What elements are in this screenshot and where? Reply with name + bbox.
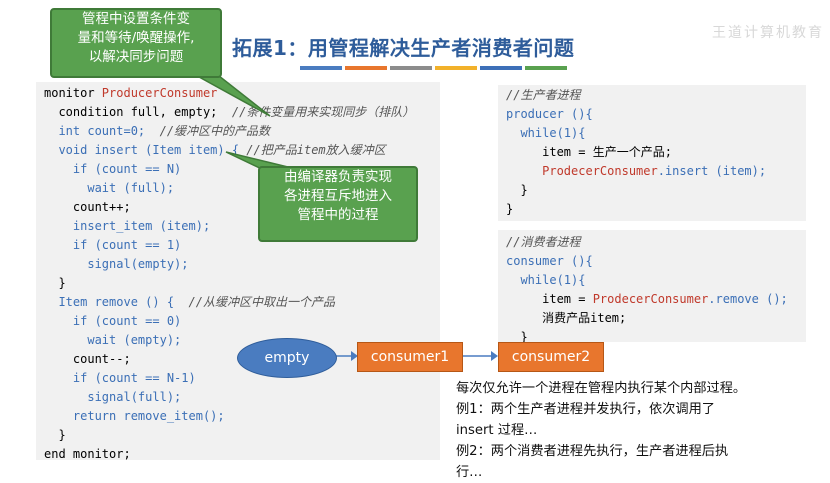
code-line: } — [506, 330, 528, 344]
callout-line: 各进程互斥地进入 — [284, 188, 392, 204]
arrow-head — [491, 351, 498, 361]
code-line: } — [506, 183, 528, 197]
callout-line: 由编译器负责实现 — [284, 169, 392, 185]
code-line: 消费产品item; — [506, 311, 627, 325]
code-line: end monitor; — [44, 447, 131, 461]
color-bar — [345, 66, 387, 70]
consumer1-node: consumer1 — [357, 342, 463, 372]
code-line: signal(full); — [44, 390, 182, 404]
callout-top-pointer — [189, 71, 271, 117]
code-line: monitor ProducerConsumer — [44, 86, 218, 100]
monitor-code-panel — [36, 82, 440, 460]
code-line: item = 生产一个产品; — [506, 145, 672, 159]
code-line: if (count == N) — [44, 162, 182, 176]
color-bar — [480, 66, 522, 70]
note-line: insert 过程… — [456, 423, 538, 438]
code-line: return remove_item(); — [44, 409, 225, 423]
callout-sync: 管程中设置条件变 量和等待/唤醒操作, 以解决同步问题 — [50, 8, 222, 78]
color-bar — [525, 66, 567, 70]
code-line: } — [44, 276, 66, 290]
note-line: 例1：两个生产者进程并发执行，依次调用了 — [456, 402, 715, 417]
producer-code-panel — [498, 85, 806, 221]
code-line: void insert (Item item) { //把产品item放入缓冲区 — [44, 143, 386, 157]
color-bar — [390, 66, 432, 70]
note-line: 每次仅允许一个进程在管程内执行某个内部过程。 — [456, 381, 747, 396]
color-bar — [435, 66, 477, 70]
color-bar — [300, 66, 342, 70]
code-line: condition full, empty; //条件变量用来实现同步（排队） — [44, 105, 415, 119]
explanation-note: 每次仅允许一个进程在管程内执行某个内部过程。 例1：两个生产者进程并发执行，依次… — [456, 378, 828, 483]
code-line: int count=0; //缓冲区中的产品数 — [44, 124, 271, 138]
code-line: wait (empty); — [44, 333, 182, 347]
code-line: } — [506, 202, 514, 216]
callout-mutex: 由编译器负责实现 各进程互斥地进入 管程中的过程 — [258, 166, 418, 242]
arrow-head — [351, 351, 358, 361]
note-line: 例2：两个消费者进程先执行，生产者进程后执 — [456, 444, 729, 459]
code-line: producer (){ — [506, 107, 593, 121]
callout-line: 量和等待/唤醒操作, — [77, 30, 195, 46]
code-line: Item remove () { //从缓冲区中取出一个产品 — [44, 295, 335, 309]
code-line: if (count == N-1) — [44, 371, 196, 385]
callout-line: 管程中的过程 — [297, 207, 379, 223]
consumer-code-panel — [498, 230, 806, 342]
code-line: count--; — [44, 352, 131, 366]
consumer-code: //消费者进程 consumer (){ while(1){ item = Pro… — [506, 233, 788, 347]
code-line: count++; — [44, 200, 131, 214]
code-line: if (count == 0) — [44, 314, 182, 328]
condition-empty-node: empty — [237, 338, 337, 378]
producer-code: //生产者进程 producer (){ while(1){ item = 生产一… — [506, 86, 766, 219]
callout-line: 管程中设置条件变 — [82, 11, 190, 27]
code-line: ProdecerConsumer.insert (item); — [542, 164, 767, 178]
code-line: wait (full); — [44, 181, 175, 195]
code-line: while(1){ — [506, 126, 586, 140]
consumer2-node: consumer2 — [498, 342, 604, 372]
callout-line: 以解决同步问题 — [88, 49, 184, 65]
watermark: 王道计算机教育 — [712, 25, 824, 41]
code-line: if (count == 1) — [44, 238, 182, 252]
code-line: signal(empty); — [44, 257, 189, 271]
code-line: insert_item (item); — [44, 219, 211, 233]
code-line: consumer (){ — [506, 254, 593, 268]
slide-title: 拓展1：用管程解决生产者消费者问题 — [232, 36, 575, 60]
code-comment: //生产者进程 — [506, 88, 581, 102]
code-line: } — [44, 428, 66, 442]
note-line: 行… — [456, 465, 483, 480]
monitor-code: monitor ProducerConsumer condition full,… — [44, 84, 414, 464]
code-comment: //消费者进程 — [506, 235, 581, 249]
code-line: item = ProdecerConsumer.remove (); — [506, 292, 788, 306]
code-line: while(1){ — [506, 273, 586, 287]
title-color-bars — [300, 66, 567, 70]
